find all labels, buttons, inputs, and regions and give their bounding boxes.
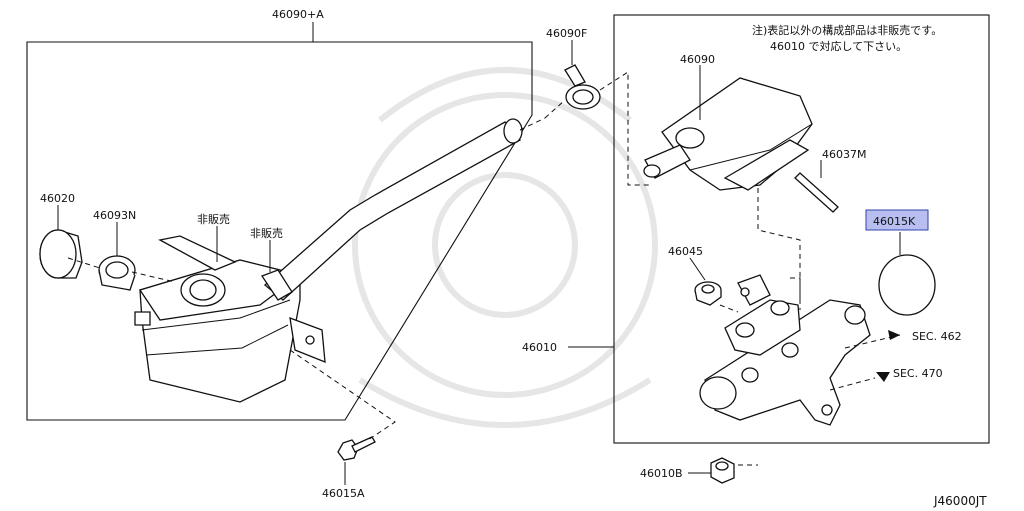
note-line-1: 注)表記以外の構成部品は非販売です。	[752, 23, 942, 37]
label-sec-470[interactable]: SEC. 470	[893, 367, 943, 380]
assembly-guide-lines	[67, 71, 901, 466]
diagram-reference-id: J46000JT	[933, 494, 987, 508]
label-46090[interactable]: 46090	[680, 53, 715, 66]
reservoir-cap[interactable]	[39, 229, 83, 279]
o-ring[interactable]	[878, 254, 936, 316]
label-46015A[interactable]: 46015A	[322, 487, 365, 500]
right-reservoir[interactable]	[643, 77, 813, 191]
label-46093N[interactable]: 46093N	[93, 209, 136, 222]
master-cylinder[interactable]	[699, 274, 871, 426]
grommet[interactable]	[694, 281, 722, 306]
highlight-box-46015K	[865, 209, 929, 231]
leader-lines	[57, 22, 901, 485]
filler-neck[interactable]	[180, 273, 226, 307]
right-assembly-frame	[613, 14, 990, 444]
label-46037M[interactable]: 46037M	[822, 148, 866, 161]
sec-462-arrow	[888, 330, 900, 340]
watermark-logo	[352, 67, 658, 428]
note-line-2: 46010 で対応して下さい。	[770, 39, 907, 53]
label-46015K[interactable]: 46015K	[873, 215, 916, 228]
flange-nut[interactable]	[710, 457, 735, 484]
retaining-pin[interactable]	[794, 172, 839, 213]
label-46045[interactable]: 46045	[668, 245, 703, 258]
hose-clamp[interactable]	[564, 64, 601, 110]
strainer-ring[interactable]	[98, 255, 136, 291]
label-46010[interactable]: 46010	[522, 341, 557, 354]
reservoir-hose[interactable]	[261, 118, 523, 301]
left-assembly-frame	[26, 41, 533, 421]
label-not-for-sale-1: 非販売	[197, 213, 230, 226]
label-46090F[interactable]: 46090F	[546, 27, 587, 40]
label-46010B[interactable]: 46010B	[640, 467, 683, 480]
mounting-bolt[interactable]	[337, 436, 376, 461]
label-sec-462[interactable]: SEC. 462	[912, 330, 962, 343]
sec-470-arrow	[876, 372, 890, 382]
label-46090A[interactable]: 46090+A	[272, 8, 324, 21]
label-46020[interactable]: 46020	[40, 192, 75, 205]
label-not-for-sale-2: 非販売	[250, 227, 283, 240]
